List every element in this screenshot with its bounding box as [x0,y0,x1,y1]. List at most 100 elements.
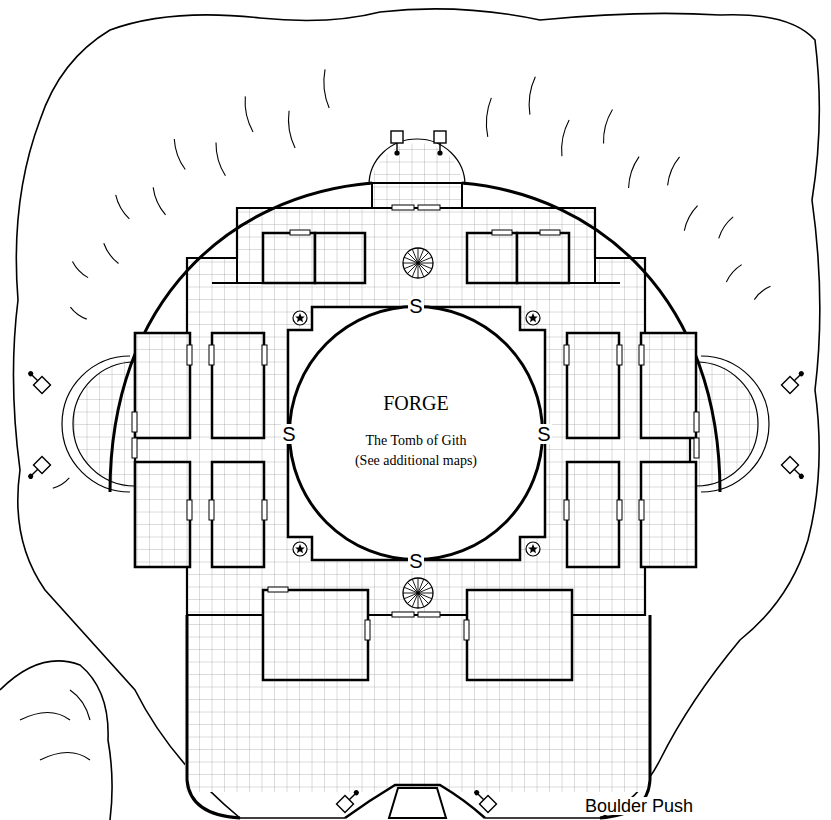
room [135,333,190,438]
door [187,500,192,520]
statue-symbol [25,457,51,483]
statue-base [391,131,403,143]
room [567,333,619,438]
hatch-stroke [116,195,130,219]
statue-dot [798,370,805,377]
statue-symbol [782,457,808,483]
room [467,590,572,680]
door [132,438,137,458]
door [187,345,192,365]
door [639,345,644,365]
door [564,500,569,520]
hatch-stroke [529,77,535,115]
hatch-stroke [684,206,697,231]
hatch-stroke [216,142,225,175]
door [464,620,469,640]
building-outline [135,208,690,615]
stair-step [412,579,418,593]
door [617,500,622,520]
secret-door: S [408,551,423,571]
stair-step [418,593,429,604]
hatch-stroke [72,261,88,277]
star-circle [293,542,307,556]
room-name: FORGE [316,389,516,417]
stair-step [418,263,433,264]
door [209,500,214,520]
hatch-stroke [726,265,741,282]
map-stroke [526,542,540,556]
door [564,345,569,365]
rock-outline [0,661,112,820]
door [639,500,644,520]
statue-dot [394,150,399,155]
secret-door: S [281,424,296,444]
room [641,462,696,567]
stair-symbol [403,578,433,608]
door [262,345,267,365]
stair-step [418,587,432,593]
hatch-stroke [70,307,86,319]
door [209,345,214,365]
door [694,412,699,432]
star-circle [526,311,540,325]
statue-symbol [25,368,51,394]
hatch-stroke [104,243,119,263]
room-note: The Tomb of Gith (See additional maps) [348,431,484,470]
doors [132,205,699,640]
stair-step [412,249,418,263]
hatch-stroke [174,139,185,170]
door [418,205,440,210]
star-circle [293,311,307,325]
forge-wall [290,307,543,560]
statue-dot [353,789,360,796]
stair-step [418,252,429,263]
stair-step [418,257,432,263]
door [694,438,699,458]
star [528,313,538,322]
stair-circle [403,248,433,278]
stair-symbol [403,248,433,278]
star [295,313,305,322]
gate-ramp [389,788,446,818]
rooms [135,233,696,680]
gate-passage [372,183,462,208]
stair-step [404,593,418,599]
room [263,590,368,680]
stair-step [418,263,419,278]
stair-step [418,248,419,263]
room [567,462,619,567]
forge-circle: FORGE The Tomb of Gith (See additional ma… [288,305,544,561]
statue-symbol [434,131,446,156]
stair-step [418,263,429,274]
stair-step [418,263,424,277]
hatch-stroke [668,157,680,185]
map-stroke [293,542,307,556]
bastion-wall [369,139,465,185]
stair-step [407,252,418,263]
room [135,462,190,567]
room [263,233,315,283]
statue-dot [27,370,34,377]
fortress-wall [187,615,650,818]
map-stroke [526,311,540,325]
door [540,230,560,235]
hatch-stroke [153,187,165,214]
door [492,230,512,235]
rock-hatch [20,690,90,760]
statue-symbol [782,368,808,394]
main-gate [345,785,485,818]
hatch-stroke [245,96,253,132]
stair-step [418,582,429,593]
stair-step [418,593,424,607]
room [315,233,365,283]
door [617,345,622,365]
door [132,412,137,432]
room [641,333,696,438]
stair-step [407,593,418,604]
star-circle [526,542,540,556]
statue-dot [798,473,805,480]
statue-dot [437,150,442,155]
bastion-floor [372,143,462,185]
star [295,544,305,553]
